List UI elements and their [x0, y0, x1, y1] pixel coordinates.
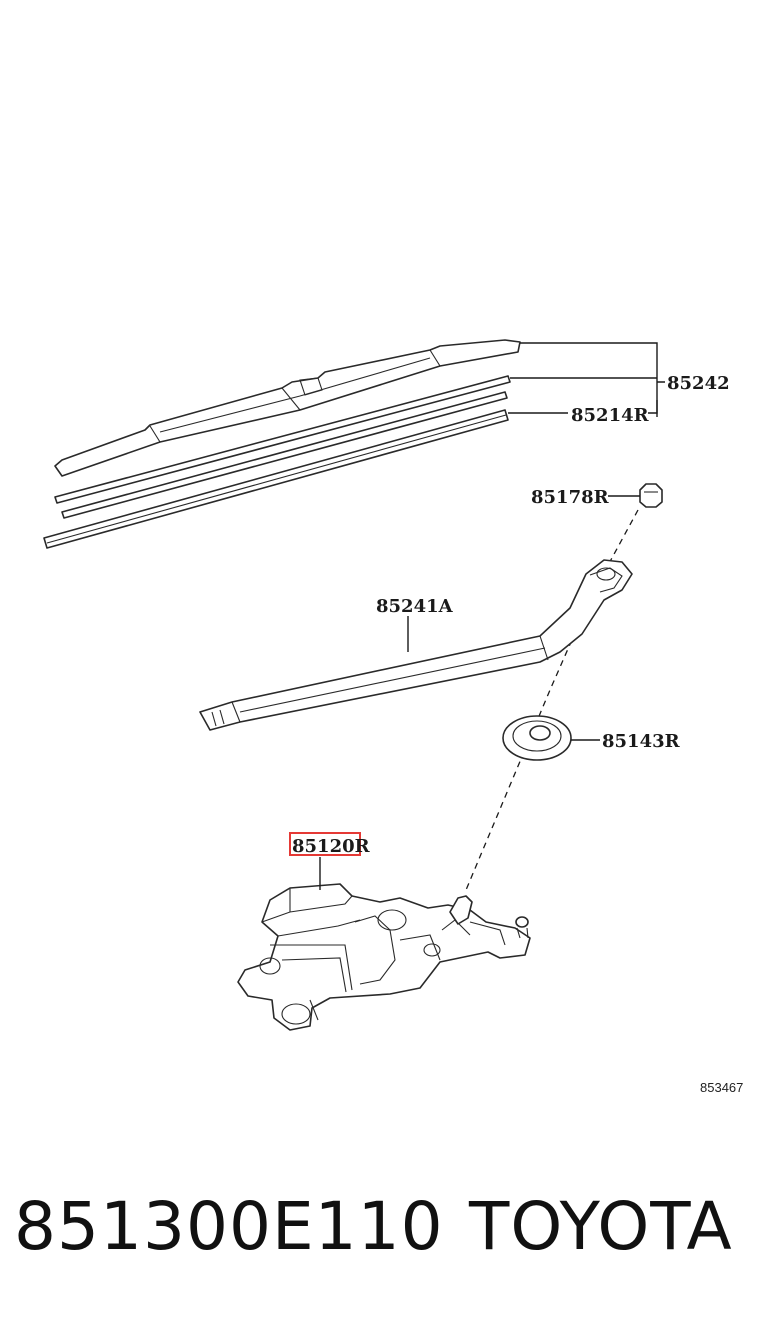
- brand-name: TOYOTA: [469, 1188, 733, 1265]
- wiper-arm[interactable]: [199, 559, 633, 731]
- leader-85214r: [508, 400, 658, 414]
- callout-85178r[interactable]: 85178R: [531, 487, 610, 508]
- leader-85242: [510, 342, 665, 417]
- callout-85241a[interactable]: 85241A: [376, 596, 454, 617]
- callout-85120r-number: 85120: [292, 836, 355, 857]
- wiper-arm-head-cap[interactable]: [639, 483, 663, 508]
- wiper-blade-rubber-strip-upper[interactable]: [54, 375, 511, 504]
- part-number: 851300E110: [14, 1188, 444, 1265]
- highlight-box-85120r: [289, 832, 361, 856]
- callout-85120r[interactable]: 85120R: [292, 836, 371, 857]
- wiper-blade-assembly[interactable]: [54, 339, 521, 477]
- callout-85120r-suffix: R: [355, 836, 371, 857]
- callout-85214r[interactable]: 85214R: [571, 405, 650, 426]
- wiper-pivot-grommet[interactable]: [502, 715, 572, 761]
- wiper-blade-rubber-refill[interactable]: [43, 391, 509, 549]
- wiper-motor-assembly[interactable]: [237, 883, 531, 1031]
- product-caption: 851300E110 TOYOTA: [14, 1188, 754, 1278]
- callout-85143r[interactable]: 85143R: [602, 731, 681, 752]
- callout-85242[interactable]: 85242: [667, 373, 730, 394]
- figure-code: 853467: [700, 1080, 743, 1095]
